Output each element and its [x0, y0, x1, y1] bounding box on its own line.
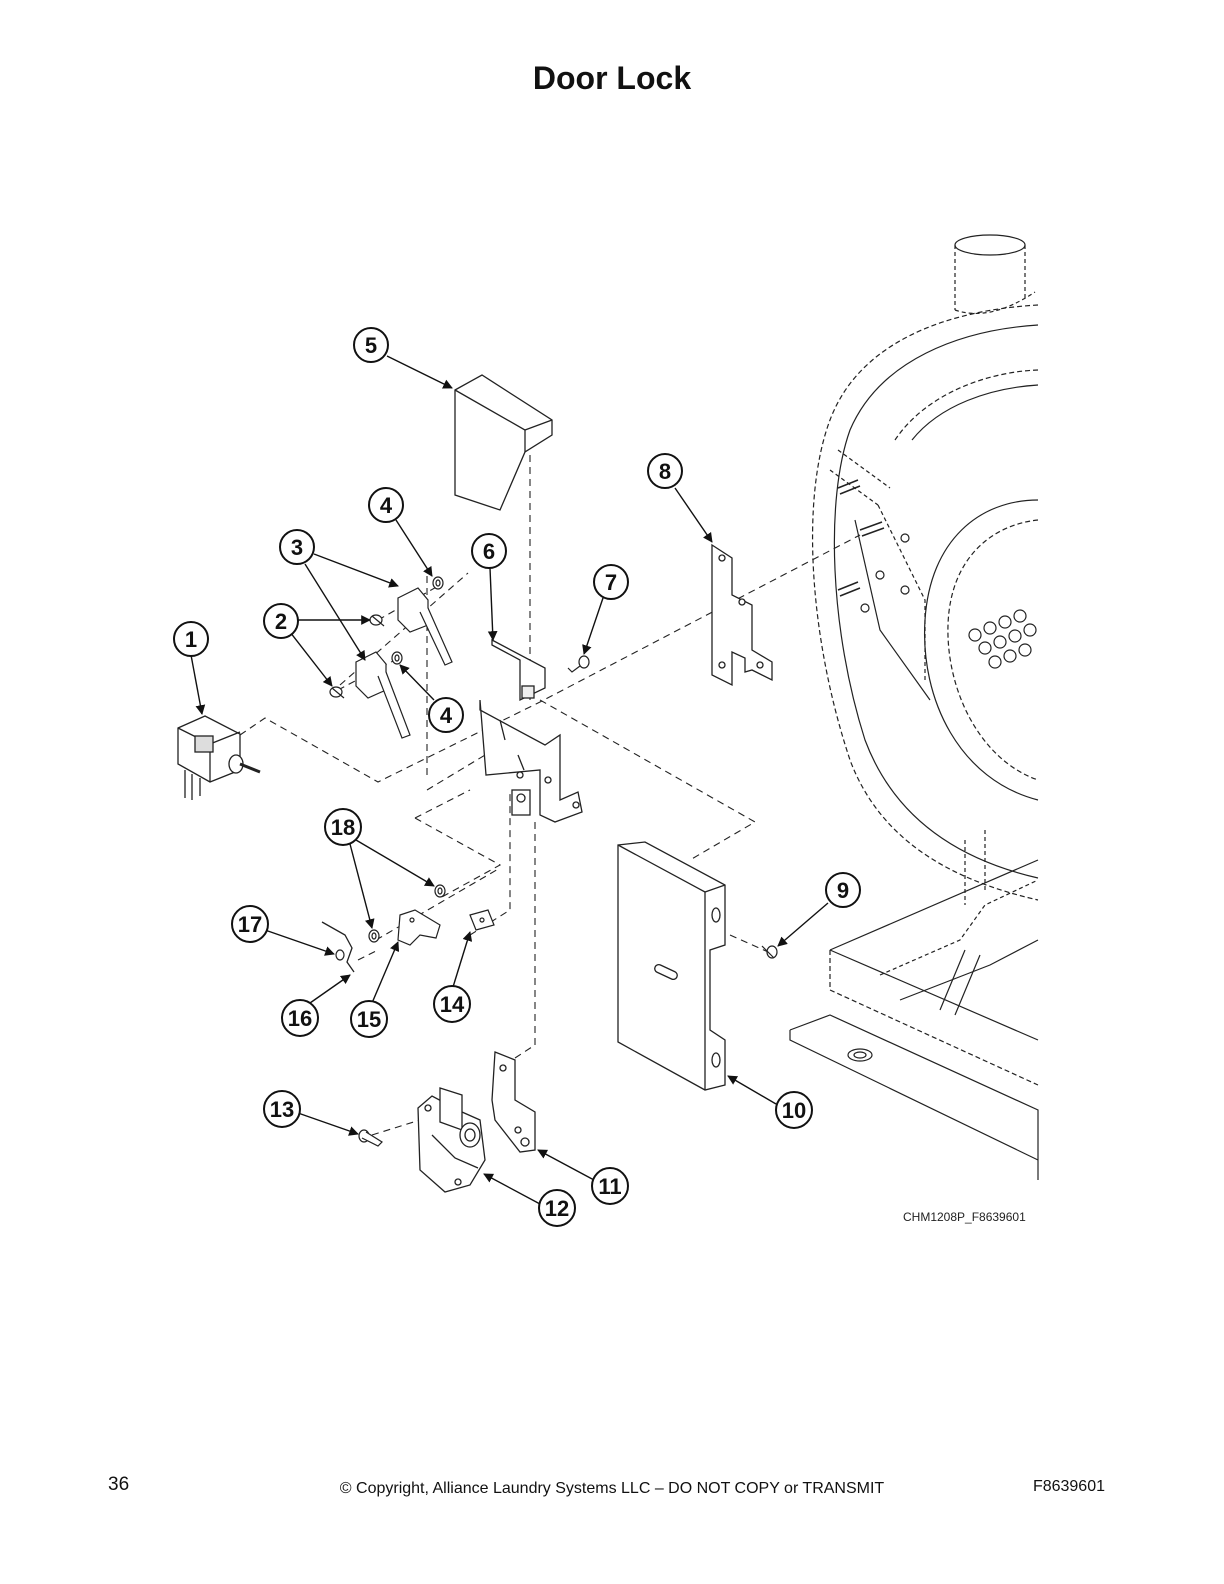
machine-frame	[789, 234, 1039, 1180]
part-8-plate	[711, 543, 773, 687]
document-code: F8639601	[1032, 1478, 1105, 1495]
callout-15: 15	[350, 1000, 388, 1038]
svg-text:4: 4	[440, 703, 453, 728]
svg-text:15: 15	[357, 1007, 381, 1032]
svg-text:9: 9	[837, 878, 849, 903]
svg-text:18: 18	[331, 815, 355, 840]
part-12-lock-housing	[417, 1087, 486, 1193]
figure-code: CHM1208P_F8639601	[903, 1210, 1026, 1224]
part-13-screw	[358, 1129, 383, 1147]
svg-text:11: 11	[598, 1174, 621, 1199]
callout-8: 8	[647, 453, 683, 489]
part-1-solenoid	[177, 715, 261, 800]
svg-text:2: 2	[275, 609, 287, 634]
part-11-plate	[491, 1051, 536, 1153]
svg-text:17: 17	[238, 912, 262, 937]
callout-9: 9	[825, 872, 861, 908]
callout-11: 11	[591, 1167, 629, 1205]
callout-18: 18	[324, 808, 362, 846]
part-9-screw	[761, 945, 778, 959]
part-14-clip	[469, 909, 495, 931]
callout-1: 1	[173, 621, 209, 657]
svg-text:5: 5	[365, 333, 377, 358]
svg-text:8: 8	[659, 459, 671, 484]
svg-text:16: 16	[288, 1006, 312, 1031]
part-4-washers	[391, 576, 444, 665]
svg-text:1: 1	[185, 627, 197, 652]
svg-text:14: 14	[440, 992, 465, 1017]
svg-text:6: 6	[483, 539, 495, 564]
callout-6: 6	[471, 533, 507, 569]
callout-17: 17	[231, 905, 269, 943]
callout-3: 3	[279, 529, 315, 565]
part-7-screw	[567, 655, 590, 673]
callout-7: 7	[593, 564, 629, 600]
leader-arrows	[190, 355, 829, 1205]
svg-text:3: 3	[291, 535, 303, 560]
callout-4-lower: 4	[428, 697, 464, 733]
svg-text:13: 13	[270, 1097, 294, 1122]
callout-2: 2	[263, 603, 299, 639]
part-18-washers	[368, 884, 446, 943]
part-5-cover	[454, 374, 553, 511]
svg-text:12: 12	[545, 1196, 569, 1221]
callout-14: 14	[433, 985, 471, 1023]
svg-text:7: 7	[605, 570, 617, 595]
part-17-screw	[335, 949, 345, 961]
callout-5: 5	[353, 327, 389, 363]
copyright-notice: © Copyright, Alliance Laundry Systems LL…	[339, 1480, 885, 1497]
svg-text:4: 4	[380, 493, 393, 518]
page-number: 36	[108, 1474, 130, 1495]
callout-4-upper: 4	[368, 487, 404, 523]
part-16-spring	[321, 921, 355, 973]
callout-10: 10	[775, 1091, 813, 1129]
part-3-switches	[355, 587, 453, 739]
callout-12: 12	[538, 1189, 576, 1227]
part-2-screws	[329, 614, 385, 699]
svg-text:10: 10	[782, 1098, 806, 1123]
page-title: Door Lock	[532, 60, 692, 96]
callout-16: 16	[281, 999, 319, 1037]
part-6-bracket	[479, 638, 583, 823]
part-10-cover	[617, 841, 726, 1091]
part-15-latch	[397, 909, 441, 946]
callout-13: 13	[263, 1090, 301, 1128]
